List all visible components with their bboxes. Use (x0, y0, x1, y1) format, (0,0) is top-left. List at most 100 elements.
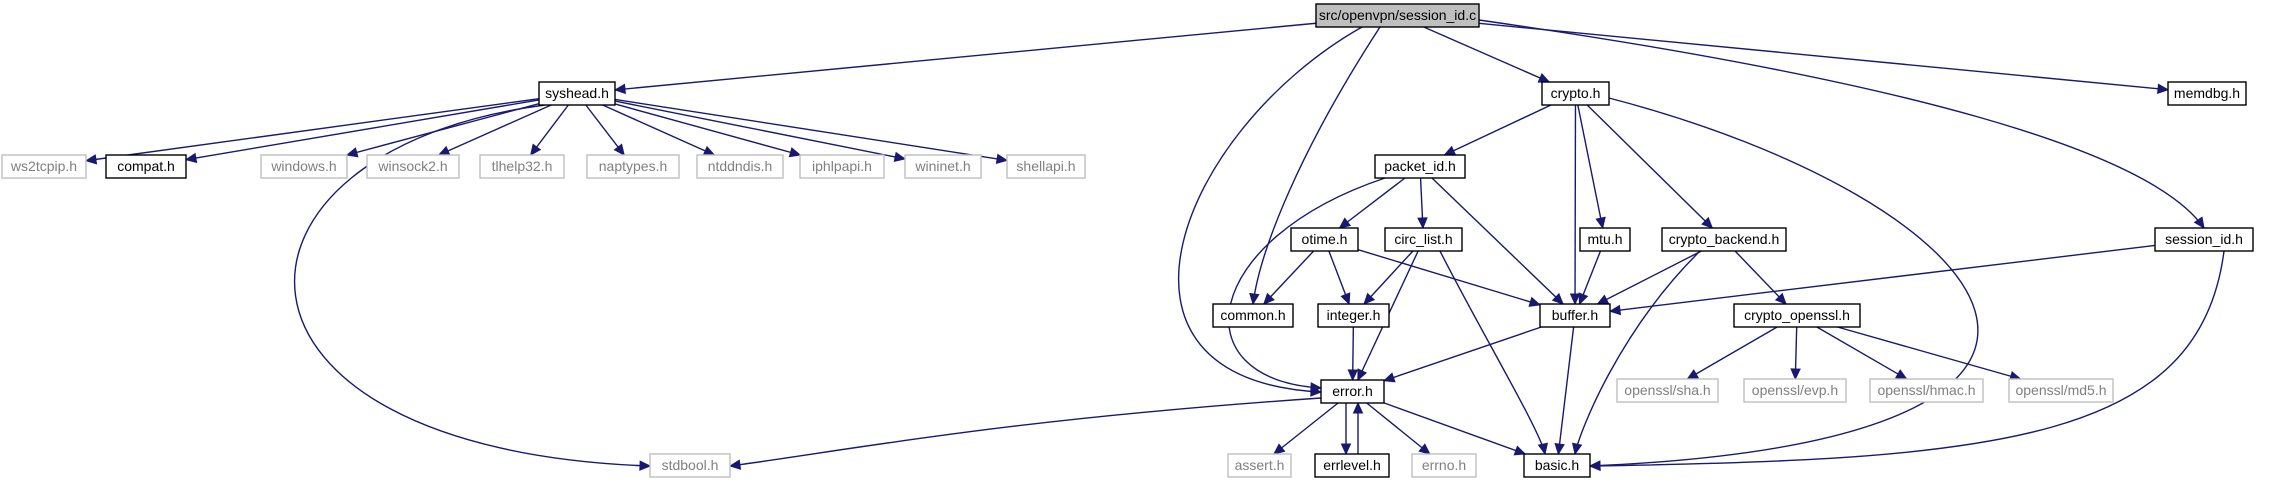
node-box (105, 154, 187, 179)
edge-packet_id_h-to-otime_h (1338, 177, 1406, 229)
edge-arrowhead (1528, 296, 1542, 307)
node-circ-list-h[interactable]: circ_list.h (1384, 227, 1463, 252)
node-shellapi-h: shellapi.h (1006, 154, 1086, 179)
edge-line (1734, 250, 1787, 305)
edge-arrowhead (1701, 216, 1714, 229)
edge-line (1363, 250, 1414, 305)
node-box (2167, 81, 2247, 106)
edge-arrowhead (1340, 443, 1352, 456)
node-box (649, 453, 731, 478)
edge-circ_list_h-to-basic_h (1439, 250, 1549, 456)
node-label: packet_id.h (1384, 158, 1456, 174)
node-label: mtu.h (1587, 231, 1622, 247)
node-box (260, 154, 348, 179)
node-session-id-c[interactable]: src/openvpn/session_id.c (1315, 3, 1480, 28)
edge-line (1478, 22, 2169, 91)
edge-line (1574, 250, 1701, 455)
edge-arrowhead (184, 152, 198, 164)
node-otime-h[interactable]: otime.h (1290, 227, 1359, 252)
node-crypto-h[interactable]: crypto.h (1541, 81, 1610, 106)
edge-session_id_c-to-syshead_h (613, 22, 1317, 95)
node-box (1541, 81, 1610, 106)
edge-mtu_h-to-buffer_h (1578, 250, 1602, 306)
node-label: memdbg.h (2174, 85, 2240, 101)
edge-arrowhead (1790, 368, 1801, 381)
edge-line (729, 397, 1322, 467)
edge-line (1357, 248, 1541, 306)
node-label: common.h (1220, 307, 1285, 323)
edge-otime_h-to-integer_h (1328, 250, 1351, 306)
edge-arrowhead (1571, 442, 1583, 456)
edge-line (1444, 104, 1552, 156)
node-box (586, 154, 680, 179)
node-mtu-h[interactable]: mtu.h (1579, 227, 1631, 252)
edge-packet_id_h-to-circ_list_h (1417, 177, 1428, 230)
edge-arrowhead (995, 153, 1009, 165)
edge-arrowhead (1513, 445, 1527, 456)
node-syshead-h[interactable]: syshead.h (538, 81, 616, 106)
edge-session_id_h-to-buffer_h (1608, 244, 2156, 316)
edge-arrowhead (1596, 294, 1610, 305)
node-common-h[interactable]: common.h (1212, 303, 1294, 328)
node-ntddndis-h: ntddndis.h (696, 154, 784, 179)
node-crypto-openssl-h[interactable]: crypto_openssl.h (1733, 303, 1861, 328)
node-box (1869, 378, 1984, 403)
node-session-id-h[interactable]: session_id.h (2154, 227, 2254, 252)
node-stdbool-h: stdbool.h (649, 453, 731, 478)
edge-buffer_h-to-error_h (1382, 326, 1542, 383)
edge-line (1339, 177, 1406, 229)
node-label: session_id.h (2165, 231, 2243, 247)
edge-line (614, 98, 1008, 162)
edge-arrowhead (1595, 216, 1606, 230)
node-naptypes-h: naptypes.h (586, 154, 680, 179)
edge-crypto_backend_h-to-basic_h (1571, 250, 1701, 456)
node-compat-h[interactable]: compat.h (105, 154, 187, 179)
edge-crypto_h-to-crypto_backend_h (1586, 104, 1714, 229)
edge-packet_id_h-to-buffer_h (1431, 177, 1564, 305)
node-box (1227, 453, 1292, 478)
edge-arrowhead (1363, 292, 1376, 305)
node-box (1661, 227, 1787, 252)
edge-packet_id_h-to-error_h (1228, 177, 1386, 393)
edge-session_id_c-to-crypto_h (1423, 26, 1551, 83)
edge-line (614, 103, 801, 156)
node-integer-h[interactable]: integer.h (1317, 303, 1390, 328)
node-box (1374, 154, 1466, 179)
edge-arrowhead (1774, 292, 1787, 305)
edge-arrowhead (1418, 443, 1431, 455)
node-memdbg-h[interactable]: memdbg.h (2167, 81, 2247, 106)
node-packet-id-h[interactable]: packet_id.h (1374, 154, 1466, 179)
node-label: crypto_openssl.h (1744, 307, 1850, 323)
node-errlevel-h[interactable]: errlevel.h (1314, 453, 1390, 478)
node-box (366, 154, 460, 179)
node-buffer-h[interactable]: buffer.h (1539, 303, 1611, 328)
edge-arrowhead (788, 147, 802, 158)
edge-crypto_h-to-basic_h (1588, 97, 1979, 471)
node-label: openssl/evp.h (1752, 382, 1838, 398)
edge-arrowhead (1894, 369, 1908, 380)
edge-otime_h-to-common_h (1262, 250, 1315, 305)
edge-line (1609, 244, 2156, 312)
node-label: compat.h (117, 158, 175, 174)
node-label: winsock2.h (377, 158, 447, 174)
edge-line (438, 104, 552, 156)
edge-session_id_c-to-memdbg_h (1478, 22, 2170, 94)
edge-line (293, 104, 651, 467)
node-box (1579, 227, 1631, 252)
node-box (696, 154, 784, 179)
node-crypto-backend-h[interactable]: crypto_backend.h (1661, 227, 1787, 252)
node-box (1743, 378, 1847, 403)
node-basic-h[interactable]: basic.h (1523, 453, 1591, 478)
edge-line (585, 104, 625, 156)
node-box (1314, 453, 1390, 478)
node-label: circ_list.h (1394, 231, 1452, 247)
node-error-h[interactable]: error.h (1320, 379, 1385, 404)
node-label: naptypes.h (599, 158, 668, 174)
edge-line (1589, 97, 1979, 467)
edge-arrowhead (1578, 292, 1589, 306)
node-label: openssl/hmac.h (1877, 382, 1975, 398)
node-label: wininet.h (914, 158, 970, 174)
node-label: syshead.h (545, 85, 609, 101)
node-box (479, 154, 565, 179)
